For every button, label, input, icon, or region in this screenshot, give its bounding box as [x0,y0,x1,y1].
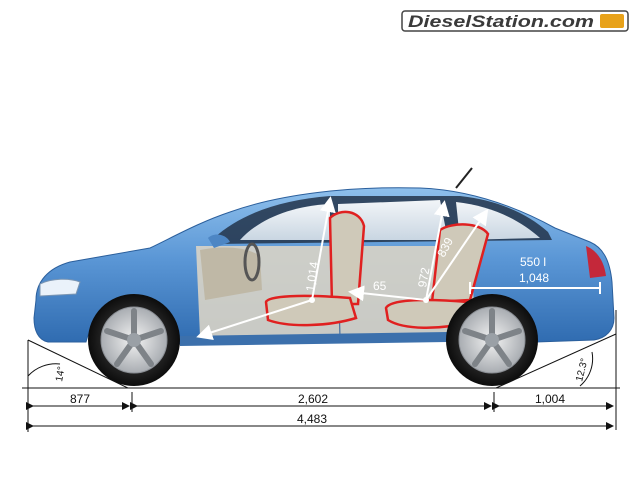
dieselstation-logo: DieselStation.com [400,8,630,39]
legroom-offset-label: 65 [373,279,387,293]
boot-volume-max-label: 1,048 [519,271,549,285]
rear-headroom-line [425,200,450,301]
front-wheel [88,294,180,386]
legroom-line [348,285,427,302]
interior-measure-dots [309,297,429,303]
front-seat-cushion [264,294,358,327]
interior-measure-lines [196,196,601,340]
rear-headroom-2-line [425,208,489,301]
rear-headroom-label: 972 [415,266,432,288]
cabin-diagonal-line [196,299,313,340]
wheelbase-label: 2,602 [298,392,328,406]
dimension-lines [26,340,614,432]
logo-text: DieselStation.com [408,12,594,31]
front-seat-back [328,210,366,306]
front-overhang-label: 877 [70,392,90,406]
approach-angle-label: 14° [54,366,67,383]
rear-overhang-label: 1,004 [535,392,565,406]
logo-accent [600,14,624,28]
logo-graphic: DieselStation.com [401,10,629,32]
overall-length-label: 4,483 [297,412,327,426]
departure-angle-label: 12.3° [574,357,590,382]
boot-volume-label: 550 l [520,255,546,269]
front-headroom-label: 1,014 [303,260,321,292]
front-headroom-line [311,196,336,301]
rear-wheel [446,294,538,386]
